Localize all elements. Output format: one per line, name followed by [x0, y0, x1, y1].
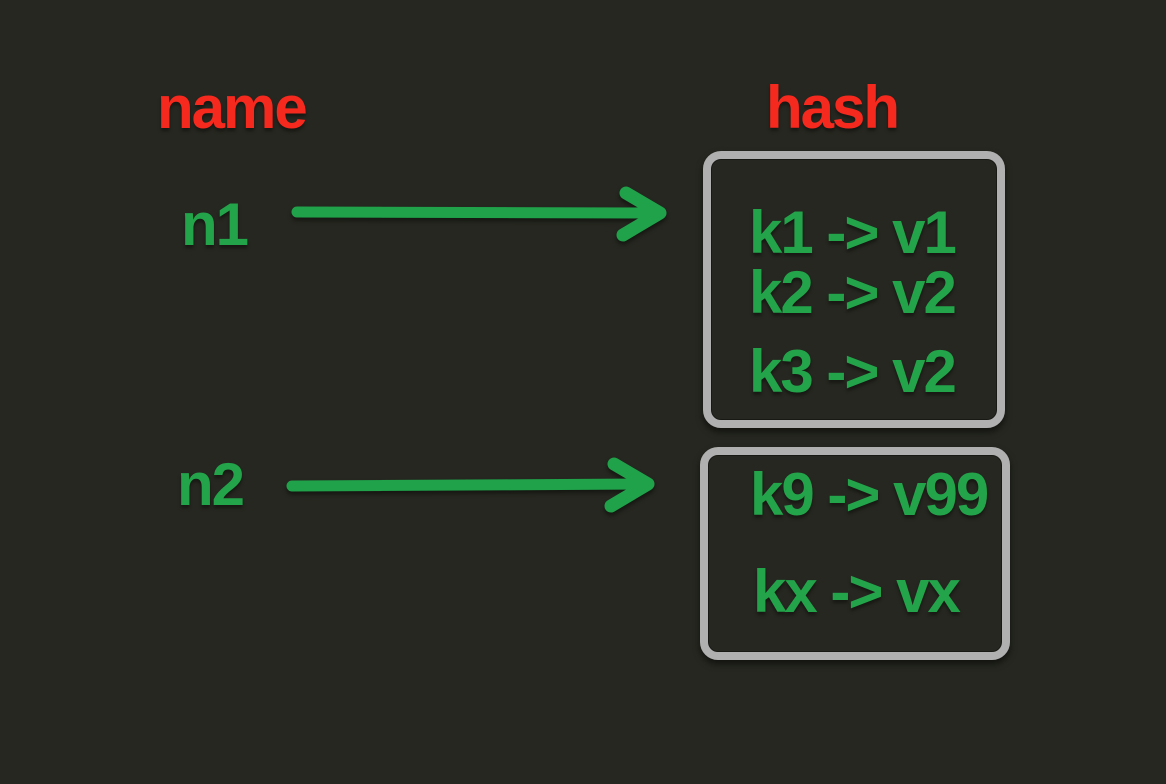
name-key-n2: n2: [177, 451, 245, 518]
hash-entry: k2 -> v2: [749, 259, 957, 326]
hash-box-n2: k9 -> v99 kx -> vx: [700, 447, 1010, 660]
name-key-n1: n1: [181, 191, 249, 258]
hash-box-n1: k1 -> v1 k2 -> v2 k3 -> v2: [703, 151, 1005, 428]
arrow-n1-to-hash-icon: [291, 186, 667, 242]
hash-entry: kx -> vx: [753, 558, 961, 625]
hash-entry: k9 -> v99: [750, 461, 989, 528]
hash-entry: k3 -> v2: [749, 338, 957, 405]
arrow-n2-to-hash-icon: [286, 457, 655, 513]
hash-column-label: hash: [766, 74, 900, 141]
name-column-label: name: [157, 74, 308, 141]
hash-entry: k1 -> v1: [749, 199, 957, 266]
